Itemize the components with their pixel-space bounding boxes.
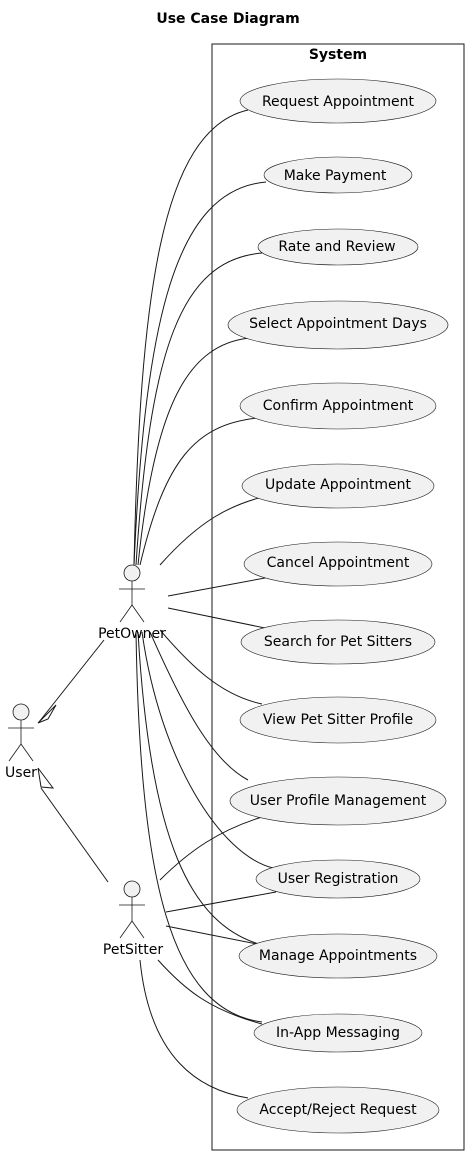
use-case-user-registration[interactable]: User Registration [255,859,421,899]
actor-head-icon [123,564,141,582]
use-case-label: Search for Pet Sitters [264,634,412,650]
use-case-label: User Registration [278,871,399,887]
use-case-label: Select Appointment Days [249,316,427,332]
use-case-label: Confirm Appointment [263,398,414,414]
use-case-label: In-App Messaging [276,1025,400,1041]
use-case-label: Request Appointment [262,94,415,110]
actor-petowner[interactable]: PetOwner [98,564,166,642]
use-case-select-appointment-days[interactable]: Select Appointment Days [227,300,449,350]
use-case-label: Make Payment [284,168,387,184]
use-case-label: User Profile Management [250,793,427,809]
generalization-arrow-petowner [37,704,57,724]
actor-petowner-label: PetOwner [98,626,166,642]
use-case-label: View Pet Sitter Profile [263,712,413,728]
actor-petsitter-label: PetSitter [103,942,163,958]
use-case-view-pet-sitter-profile[interactable]: View Pet Sitter Profile [239,696,437,744]
generalization-arrow-petsitter [37,767,55,789]
use-case-label: Manage Appointments [259,948,417,964]
use-case-rate-and-review[interactable]: Rate and Review [257,228,419,266]
use-case-update-appointment[interactable]: Update Appointment [241,463,435,509]
use-case-label: Rate and Review [278,239,395,255]
actor-user[interactable]: User [5,703,37,781]
use-case-user-profile-management[interactable]: User Profile Management [229,776,447,826]
system-label: System [309,47,367,63]
use-case-label: Accept/Reject Request [259,1102,417,1118]
use-case-in-app-messaging[interactable]: In-App Messaging [253,1013,423,1053]
use-case-label: Update Appointment [265,477,411,493]
use-case-label: Cancel Appointment [267,555,410,571]
diagram-title: Use Case Diagram [156,11,299,27]
use-case-make-payment[interactable]: Make Payment [263,156,413,194]
use-case-cancel-appointment[interactable]: Cancel Appointment [243,541,433,587]
use-case-accept-reject-request[interactable]: Accept/Reject Request [236,1086,440,1134]
system-boundary [211,43,465,1151]
actor-user-label: User [5,765,37,781]
petsitter-associations [40,787,277,1099]
use-case-manage-appointments[interactable]: Manage Appointments [238,933,438,979]
petowner-associations [38,109,274,1023]
actor-head-icon [123,880,141,898]
actor-head-icon [12,703,30,721]
use-case-search-for-pet-sitters[interactable]: Search for Pet Sitters [240,619,436,665]
use-case-request-appointment[interactable]: Request Appointment [239,78,437,124]
use-case-confirm-appointment[interactable]: Confirm Appointment [239,382,437,430]
actor-petsitter[interactable]: PetSitter [103,880,163,958]
